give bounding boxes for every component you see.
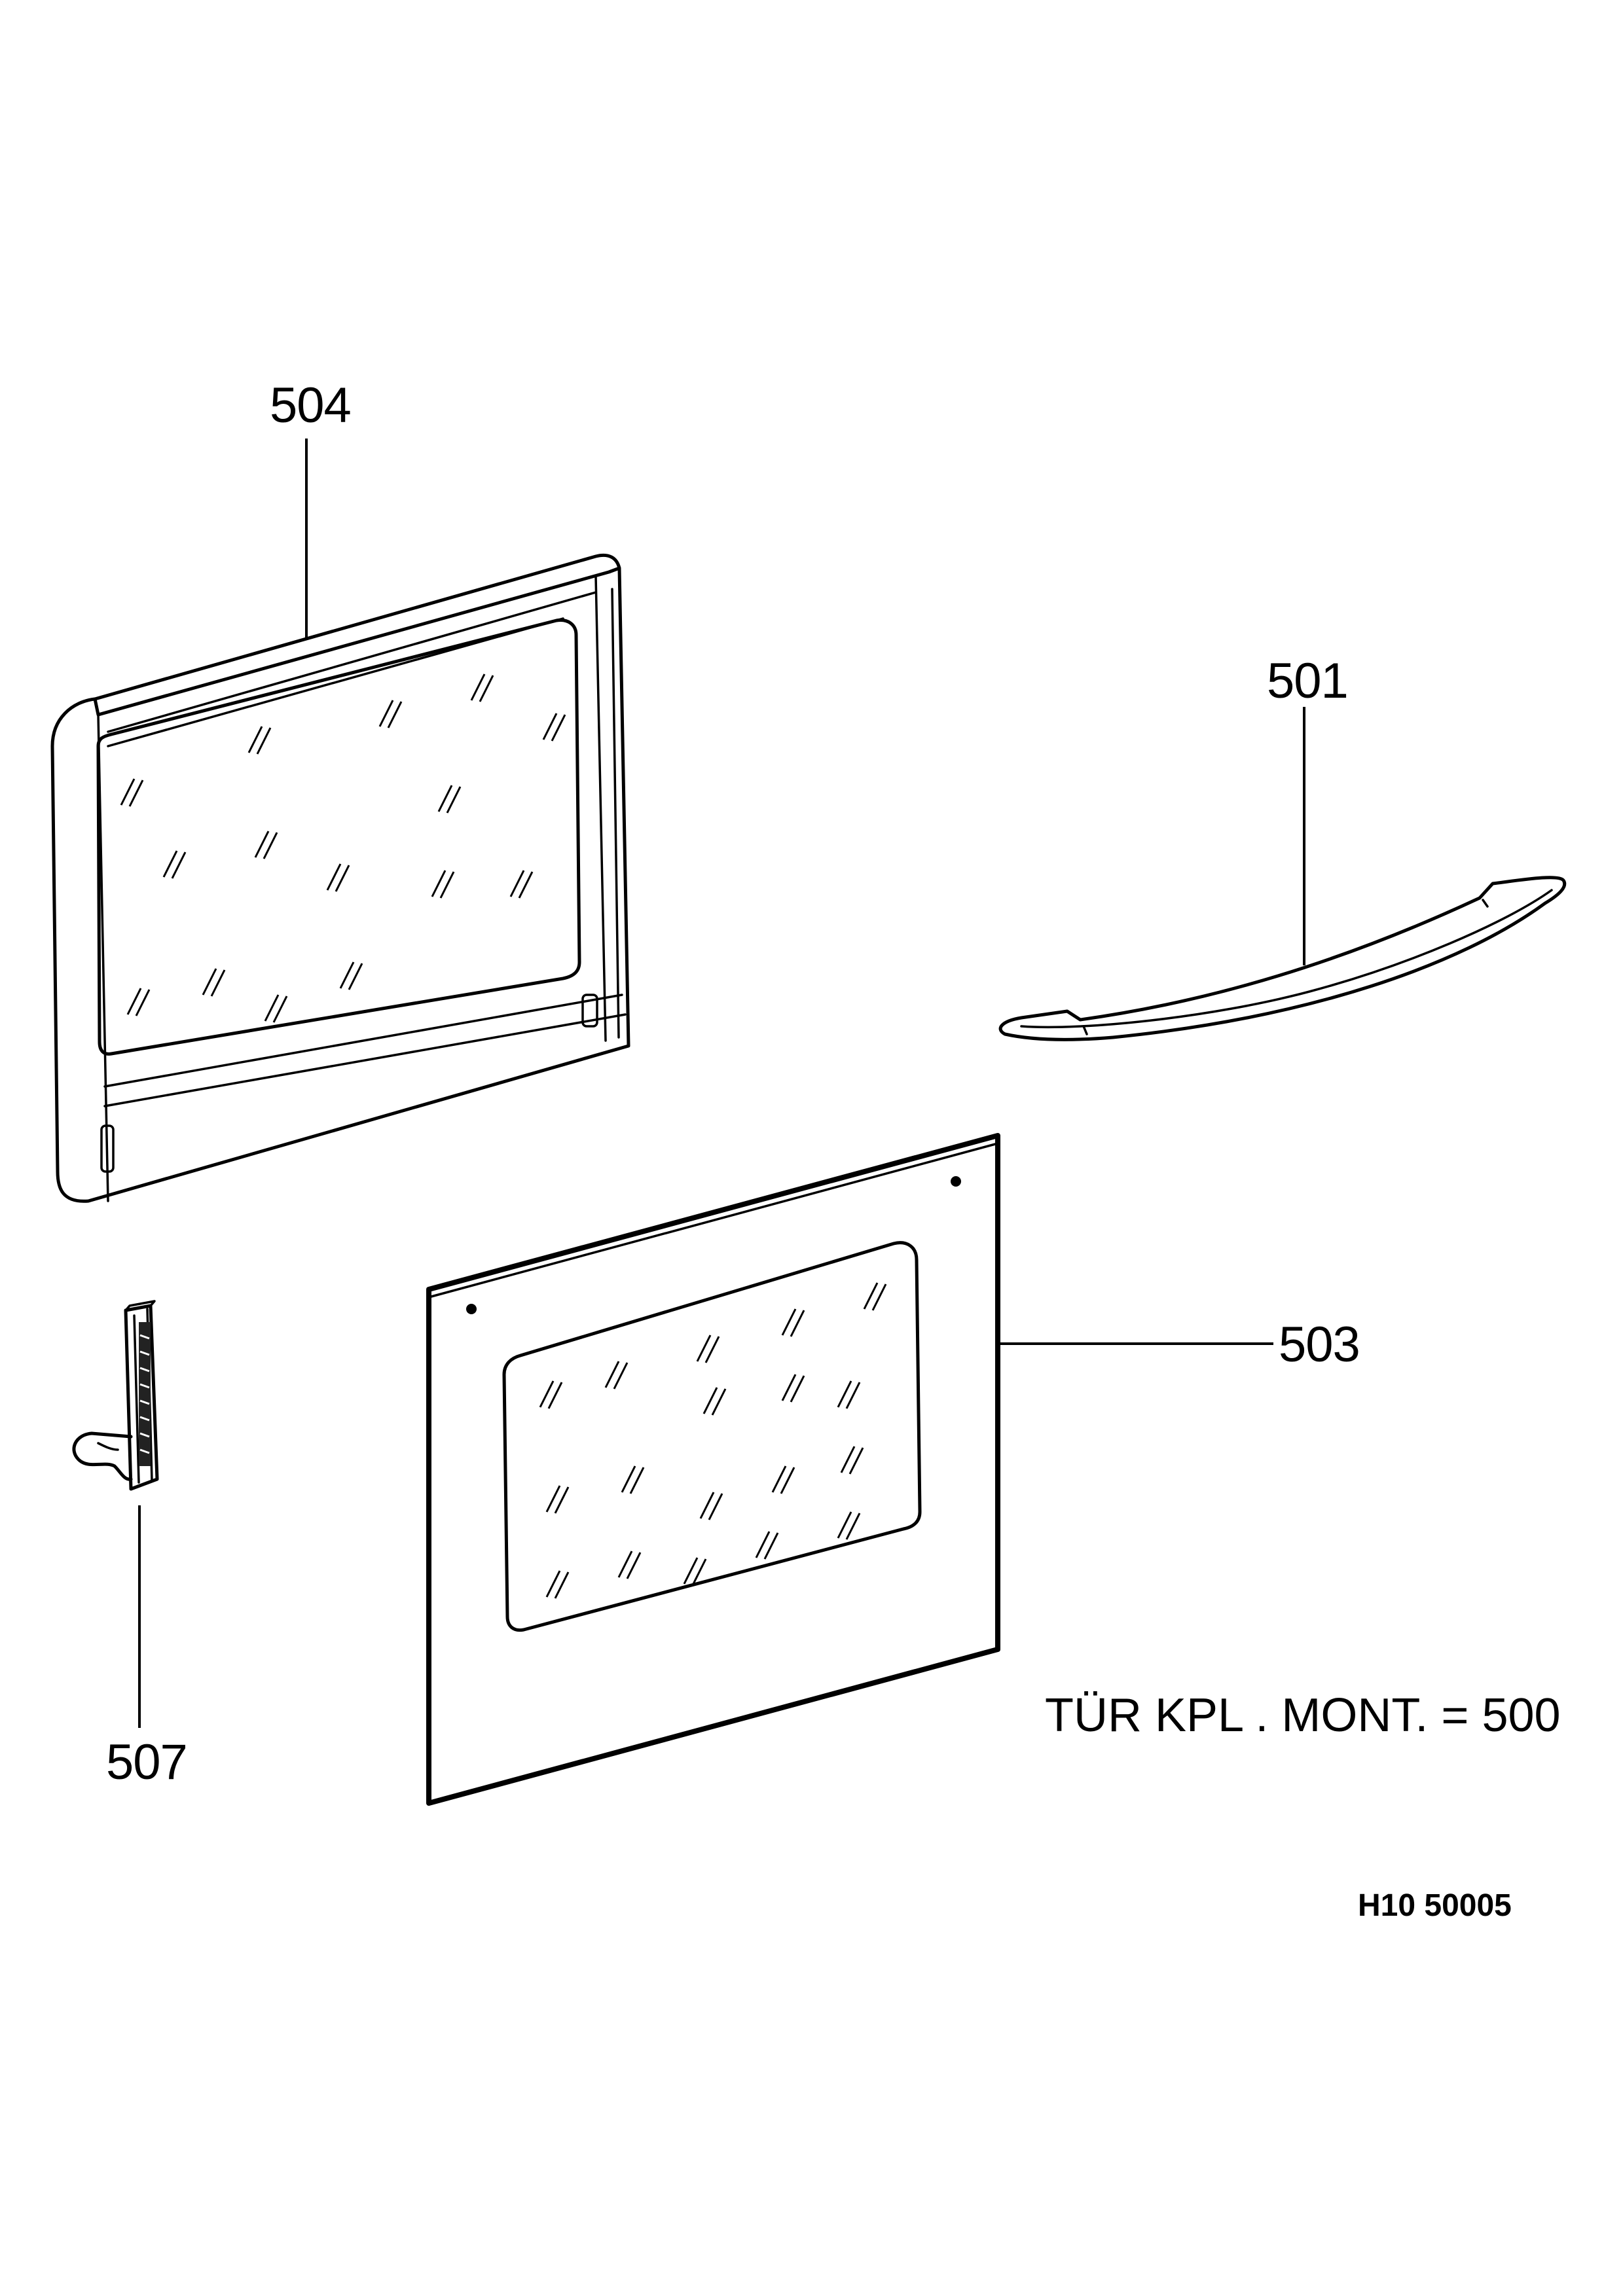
door-hinge-507 [72,1300,159,1728]
assembly-note: TÜR KPL . MONT. = 500 [1045,1689,1561,1742]
callout-507: 507 [106,1734,188,1790]
outer-door-glass-503 [426,1133,1273,1806]
callout-503: 503 [1279,1317,1360,1372]
drawing-code: H10 50005 [1358,1888,1512,1923]
callout-504: 504 [270,378,352,433]
door-handle-501 [998,707,1567,1041]
callout-501: 501 [1267,653,1349,709]
inner-door-panel-504 [50,439,630,1203]
